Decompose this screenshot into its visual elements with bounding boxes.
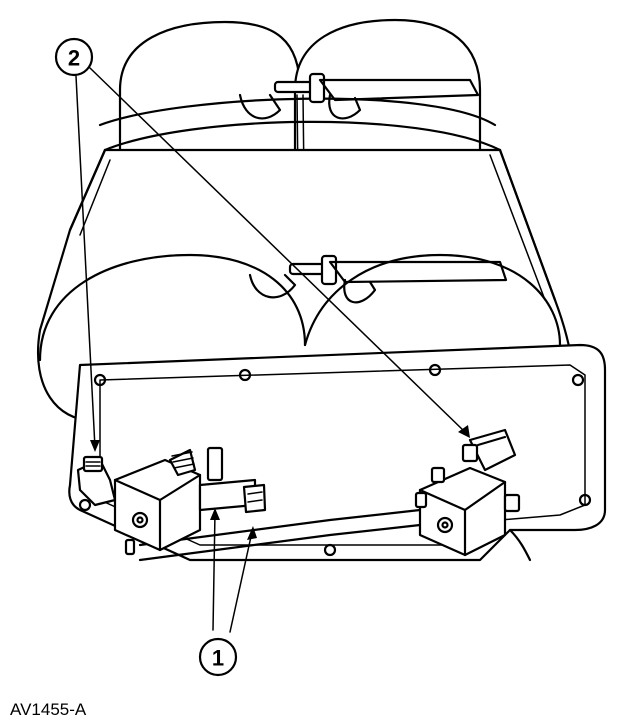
figure-code: AV1455-A <box>10 700 87 719</box>
left-valve-block <box>76 446 267 556</box>
right-valve-block <box>414 428 532 562</box>
callout-2: 2 <box>54 37 94 77</box>
callout-leaders <box>75 67 470 633</box>
tank-retaining-clips <box>238 72 508 304</box>
callout-1-label: 1 <box>212 646 224 671</box>
callout-1: 1 <box>198 637 238 677</box>
callout-2-label: 2 <box>68 46 80 71</box>
